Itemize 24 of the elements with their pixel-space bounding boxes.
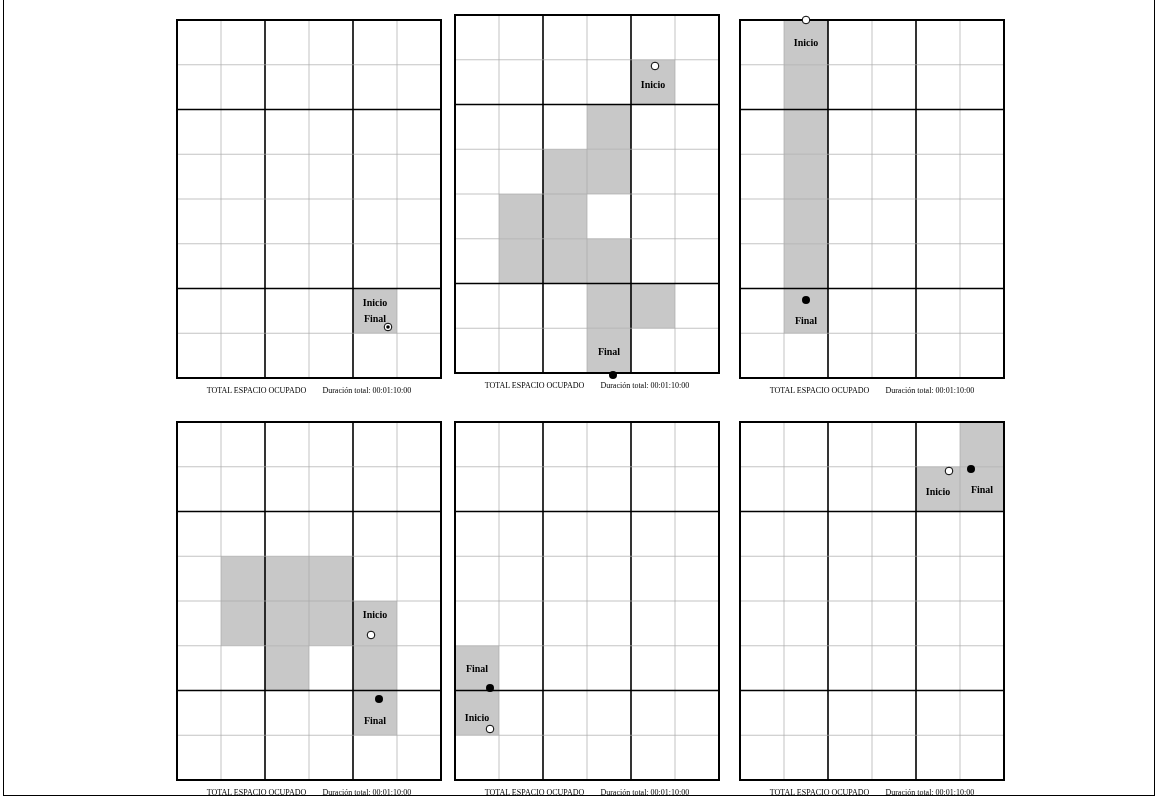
- footer-text: TOTAL ESPACIO OCUPADO: [769, 386, 870, 395]
- point-label: Inicio: [464, 711, 490, 723]
- point-label: Inicio: [640, 78, 666, 90]
- point-label: Final: [794, 314, 818, 326]
- footer-text: Duración total: 00:01:10:00: [600, 788, 690, 797]
- footer-text: Duración total: 00:01:10:00: [322, 788, 412, 797]
- footer-text: TOTAL ESPACIO OCUPADO: [206, 788, 307, 797]
- footer-text: TOTAL ESPACIO OCUPADO: [206, 386, 307, 395]
- footer-text: Duración total: 00:01:10:00: [885, 386, 975, 395]
- point-label: Final: [597, 345, 621, 357]
- point-label: Final: [465, 662, 489, 674]
- footer-text: Duración total: 00:01:10:00: [885, 788, 975, 797]
- footer-text: TOTAL ESPACIO OCUPADO: [484, 788, 585, 797]
- footer-text: Duración total: 00:01:10:00: [600, 381, 690, 390]
- footer-text: TOTAL ESPACIO OCUPADO: [769, 788, 870, 797]
- point-label: Inicio: [362, 608, 388, 620]
- point-label: Final: [363, 714, 387, 726]
- footer-text: TOTAL ESPACIO OCUPADO: [484, 381, 585, 390]
- point-label: Inicio: [925, 485, 951, 497]
- point-label: Final: [363, 312, 387, 324]
- point-label: Inicio: [793, 36, 819, 48]
- point-label: Inicio: [362, 296, 388, 308]
- point-label: Final: [970, 483, 994, 495]
- footer-text: Duración total: 00:01:10:00: [322, 386, 412, 395]
